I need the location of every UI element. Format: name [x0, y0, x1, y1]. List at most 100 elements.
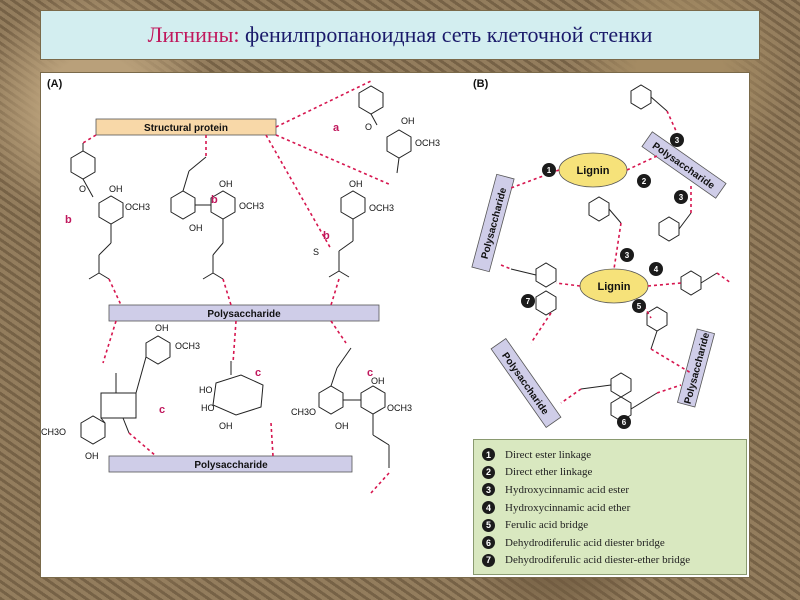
svg-text:6: 6: [622, 418, 627, 427]
legend-number: 7: [482, 553, 495, 567]
svg-text:4: 4: [654, 265, 659, 274]
atom-oh-2: OH: [219, 179, 233, 189]
lignin-label-1: Lignin: [577, 165, 610, 177]
diferulate-bottom-right: [318, 347, 390, 468]
marker-1: 1: [542, 163, 556, 177]
legend-text: Direct ester linkage: [505, 448, 592, 461]
polysaccharide-box-b-3: Polysaccharide: [490, 337, 562, 429]
panel-b-label: (B): [473, 78, 489, 90]
atom-ho-1: HO: [199, 385, 213, 395]
atom-och3-5: OCH3: [175, 341, 200, 351]
title-box: Лигнины: фенилпропаноидная сеть клеточно…: [40, 10, 760, 60]
svg-text:7: 7: [526, 297, 531, 306]
phenyl-ring-top-right: [358, 85, 384, 126]
structural-protein-label: Structural protein: [144, 123, 228, 134]
marker-3-a: 3: [670, 133, 684, 147]
legend-item: 3 Hydroxycinnamic acid ester: [482, 481, 738, 499]
atom-oh-4: OH: [349, 179, 363, 189]
polysaccharide-box-bottom: [108, 455, 353, 473]
legend-number: 3: [482, 483, 495, 497]
svg-text:3: 3: [675, 136, 680, 145]
atom-oh-10: OH: [335, 421, 349, 431]
legend-number: 1: [482, 448, 495, 462]
polysaccharide-b-label-1: Polysaccharide: [650, 141, 717, 192]
guaiacyl-ring-left: [82, 178, 124, 280]
diagram-panel: (A) Structural protein Polysaccharide Po…: [40, 72, 750, 578]
atom-s: S: [313, 247, 319, 257]
legend-item: 6 Dehydrodiferulic acid diester bridge: [482, 534, 738, 552]
legend-text: Dehydrodiferulic acid diester-ether brid…: [505, 554, 691, 567]
polysaccharide-box-b-2: Polysaccharide: [471, 173, 515, 273]
marker-7: 7: [521, 294, 535, 308]
atom-oh-3: OH: [189, 223, 203, 233]
legend-item: 2 Direct ether linkage: [482, 464, 738, 482]
atom-oh-8: OH: [219, 421, 233, 431]
atom-oh-5: OH: [401, 116, 415, 126]
legend-text: Hydroxycinnamic acid ester: [505, 483, 630, 496]
cyclobutane-dimer: [80, 335, 171, 445]
link-letter-b-1: b: [65, 214, 72, 226]
panel-a-linkages: [82, 80, 392, 494]
svg-text:3: 3: [679, 193, 684, 202]
marker-3-c: 3: [620, 248, 634, 262]
svg-text:1: 1: [547, 166, 552, 175]
atom-och3-6: OCH3: [387, 403, 412, 413]
legend-number: 2: [482, 465, 495, 479]
atom-oh-6: OH: [155, 323, 169, 333]
polysaccharide-b-label-3: Polysaccharide: [499, 351, 550, 418]
polysaccharide-box-b-4: Polysaccharide: [676, 328, 716, 408]
legend-text: Ferulic acid bridge: [505, 519, 589, 532]
legend-number: 6: [482, 536, 495, 550]
legend: 1 Direct ester linkage 2 Direct ether link…: [473, 439, 747, 575]
atom-ho-2: HO: [201, 403, 215, 413]
guaiacyl-ring-top-right: [386, 129, 412, 174]
legend-item: 5 Ferulic acid bridge: [482, 516, 738, 534]
atom-och3-2: OCH3: [239, 201, 264, 211]
biphenyl-ring-right: [195, 190, 236, 280]
marker-3-b: 3: [674, 190, 688, 204]
phenyl-ring-left-top: [70, 143, 96, 180]
title-highlight: Лигнины:: [147, 22, 240, 47]
atom-ch3o-1: CH3O: [41, 427, 66, 437]
title-rest: фенилпропаноидная сеть клеточной стенки: [245, 22, 653, 47]
polysaccharide-top-label: Polysaccharide: [207, 309, 281, 320]
link-letter-c-3: c: [367, 367, 373, 379]
svg-text:5: 5: [637, 302, 642, 311]
marker-2: 2: [637, 174, 651, 188]
sugar-ring: [212, 361, 264, 416]
guaiacyl-ring-right: [328, 190, 366, 278]
atom-ch3o-2: CH3O: [291, 407, 316, 417]
link-letter-a: a: [333, 122, 340, 134]
polysaccharide-bottom-label: Polysaccharide: [194, 460, 268, 471]
marker-5: 5: [632, 299, 646, 313]
legend-number: 5: [482, 518, 495, 532]
atom-oh-1: OH: [109, 184, 123, 194]
lignin-diagram: (A) Structural protein Polysaccharide Po…: [41, 78, 732, 494]
polysaccharide-box-b-1: Polysaccharide: [641, 131, 727, 199]
slide-title: Лигнины: фенилпропаноидная сеть клеточно…: [148, 22, 653, 48]
atom-och3-3: OCH3: [369, 203, 394, 213]
link-letter-c-2: c: [255, 367, 261, 379]
legend-number: 4: [482, 501, 495, 515]
link-letter-b-2: b: [211, 194, 218, 206]
legend-item: 1 Direct ester linkage: [482, 446, 738, 464]
legend-text: Hydroxycinnamic acid ether: [505, 501, 631, 514]
panel-a-label: (A): [47, 78, 63, 90]
marker-6: 6: [617, 415, 631, 429]
svg-text:3: 3: [625, 251, 630, 260]
atom-o-1: O: [79, 184, 86, 194]
legend-text: Direct ether linkage: [505, 466, 593, 479]
biphenyl-ring-left: [170, 156, 207, 220]
atom-och3-4: OCH3: [415, 138, 440, 148]
atom-oh-7: OH: [85, 451, 99, 461]
atom-och3-1: OCH3: [125, 202, 150, 212]
marker-4: 4: [649, 262, 663, 276]
legend-text: Dehydrodiferulic acid diester bridge: [505, 536, 665, 549]
polysaccharide-box-top: [108, 304, 380, 322]
link-letter-c-1: c: [159, 404, 165, 416]
atom-oh-9: OH: [371, 376, 385, 386]
link-letter-b-3: b: [323, 230, 330, 242]
atom-o-2: O: [365, 122, 372, 132]
panel-b-molecules: [510, 84, 718, 422]
svg-text:2: 2: [642, 177, 647, 186]
